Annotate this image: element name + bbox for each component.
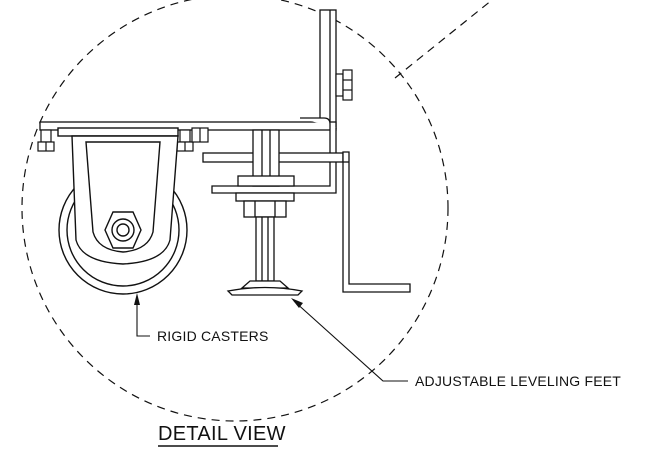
caster-leader: [134, 293, 150, 337]
side-bolt: [335, 69, 353, 101]
leveling-feet-label: ADJUSTABLE LEVELING FEET: [415, 373, 621, 389]
rigid-casters-label: RIGID CASTERS: [157, 328, 269, 344]
leveling-foot: [226, 129, 304, 296]
caster-bolts: [37, 127, 209, 152]
leveling-feet-leader: [291, 298, 408, 382]
detail-circle: [21, 0, 493, 422]
detail-view-title: DETAIL VIEW: [158, 423, 286, 445]
rigid-caster: [57, 127, 188, 295]
